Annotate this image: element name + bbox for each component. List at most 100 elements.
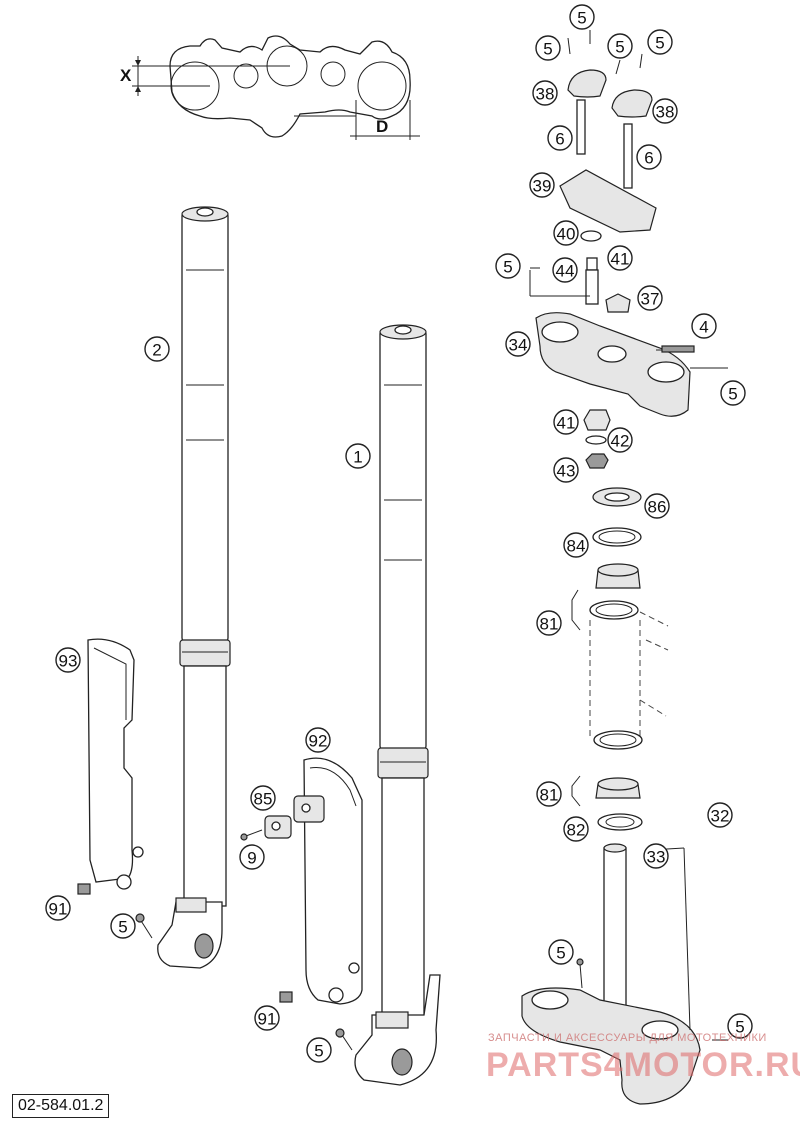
callout-c32: 93 xyxy=(55,647,81,673)
callout-c37: 5 xyxy=(110,913,136,939)
callout-number: 43 xyxy=(557,462,576,481)
watermark-tagline: ЗАПЧАСТИ И АКСЕССУАРЫ ДЛЯ МОТОТЕХНИКИ xyxy=(488,1032,767,1044)
callout-circle xyxy=(536,610,562,636)
callout-circle xyxy=(55,647,81,673)
callout-c15: 4 xyxy=(691,313,717,339)
callout-circle xyxy=(569,4,595,30)
callout-number: 38 xyxy=(656,103,675,122)
dimension-d-label: D xyxy=(376,117,388,136)
callout-c16: 34 xyxy=(505,331,531,357)
callout-c2: 5 xyxy=(535,35,561,61)
callout-number: 85 xyxy=(254,790,273,809)
callout-c3: 5 xyxy=(607,33,633,59)
callout-number: 2 xyxy=(152,341,161,360)
callout-circle xyxy=(637,285,663,311)
callout-circle xyxy=(254,1005,280,1031)
callout-number: 34 xyxy=(509,336,528,355)
callout-circle xyxy=(553,457,579,483)
callout-c33: 92 xyxy=(305,727,331,753)
callout-circle xyxy=(552,257,578,283)
callout-c21: 86 xyxy=(644,493,670,519)
callout-c28: 5 xyxy=(548,939,574,965)
callout-number: 92 xyxy=(309,732,328,751)
callout-circle xyxy=(548,939,574,965)
callout-c35: 9 xyxy=(239,844,265,870)
callout-c31: 1 xyxy=(345,443,371,469)
steering-bearings xyxy=(571,563,669,831)
callout-circle xyxy=(647,29,673,55)
callout-circle xyxy=(643,843,669,869)
callout-c14: 37 xyxy=(637,285,663,311)
callout-number: 1 xyxy=(353,448,362,467)
callout-number: 9 xyxy=(247,849,256,868)
callout-c10: 40 xyxy=(553,220,579,246)
callout-c18: 41 xyxy=(553,409,579,435)
callout-c9: 39 xyxy=(529,172,555,198)
handlebar-clamp-stack xyxy=(529,30,657,313)
callout-circle xyxy=(607,33,633,59)
callout-number: 40 xyxy=(557,225,576,244)
callout-c1: 5 xyxy=(569,4,595,30)
callout-number: 5 xyxy=(314,1042,323,1061)
callout-number: 33 xyxy=(647,848,666,867)
callout-c34: 85 xyxy=(250,785,276,811)
callout-c20: 43 xyxy=(553,457,579,483)
callout-number: 32 xyxy=(711,807,730,826)
callout-circle xyxy=(607,245,633,271)
callout-circle xyxy=(652,98,678,124)
callout-circle xyxy=(563,816,589,842)
callout-c29: 5 xyxy=(727,1013,753,1039)
fork-leg-left xyxy=(157,206,231,969)
callout-c36: 91 xyxy=(45,895,71,921)
callout-c23: 81 xyxy=(536,610,562,636)
callout-circle xyxy=(691,313,717,339)
callout-circle xyxy=(345,443,371,469)
upper-triple-clamp xyxy=(535,312,728,417)
callout-number: 93 xyxy=(59,652,78,671)
callout-circle xyxy=(536,781,562,807)
callout-circle xyxy=(547,125,573,151)
callout-c12: 44 xyxy=(552,257,578,283)
callout-number: 5 xyxy=(655,34,664,53)
callout-number: 5 xyxy=(556,944,565,963)
callout-c22: 84 xyxy=(563,532,589,558)
callout-number: 81 xyxy=(540,615,559,634)
callout-c38: 91 xyxy=(254,1005,280,1031)
callout-c30: 2 xyxy=(144,336,170,362)
callout-number: 84 xyxy=(567,537,586,556)
callout-circle xyxy=(495,253,521,279)
callout-number: 5 xyxy=(503,258,512,277)
callout-circle xyxy=(707,802,733,828)
callout-number: 39 xyxy=(533,177,552,196)
triple-clamp-dimension-sketch: X D xyxy=(120,35,420,140)
callout-number: 91 xyxy=(258,1010,277,1029)
steering-nut-washers xyxy=(583,409,642,547)
callout-circle xyxy=(505,331,531,357)
callout-circle xyxy=(532,80,558,106)
callout-number: 42 xyxy=(611,432,630,451)
callout-c7: 6 xyxy=(547,125,573,151)
callout-number: 37 xyxy=(641,290,660,309)
callout-number: 5 xyxy=(615,38,624,57)
callout-circle xyxy=(45,895,71,921)
callout-circle xyxy=(529,172,555,198)
diagram-code-label: 02-584.01.2 xyxy=(12,1094,110,1118)
callout-circle xyxy=(305,727,331,753)
fork-leg-right xyxy=(354,324,441,1086)
callout-number: 5 xyxy=(728,385,737,404)
callout-c6: 38 xyxy=(652,98,678,124)
callout-c24: 81 xyxy=(536,781,562,807)
callout-circle xyxy=(727,1013,753,1039)
fork-guard-left xyxy=(87,638,144,890)
callout-number: 81 xyxy=(540,786,559,805)
callout-number: 82 xyxy=(567,821,586,840)
callout-c39: 5 xyxy=(306,1037,332,1063)
callout-number: 6 xyxy=(644,149,653,168)
callout-circle xyxy=(250,785,276,811)
callout-circle xyxy=(720,380,746,406)
callout-c5: 38 xyxy=(532,80,558,106)
callout-circle xyxy=(553,409,579,435)
callout-number: 41 xyxy=(611,250,630,269)
